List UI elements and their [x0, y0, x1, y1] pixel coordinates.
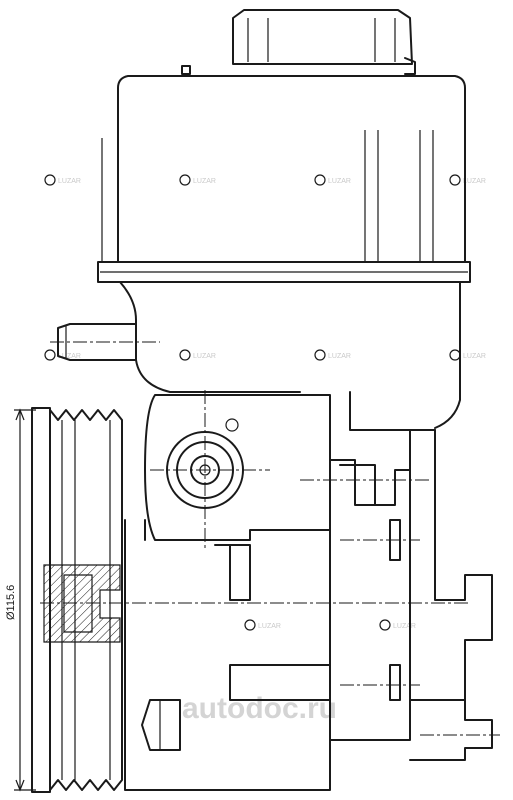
- svg-text:LUZAR: LUZAR: [58, 353, 81, 360]
- svg-text:LUZAR: LUZAR: [393, 623, 416, 630]
- watermark-layer: LUZAR LUZAR LUZAR LUZAR LUZAR LUZAR LUZA…: [44, 174, 486, 725]
- pump-housing: [124, 390, 331, 791]
- reservoir-cap: [181, 9, 416, 75]
- fluid-reservoir: [97, 75, 471, 431]
- svg-text:LUZAR: LUZAR: [328, 178, 351, 185]
- watermark-logo: LUZAR: [44, 349, 81, 361]
- watermark-logo: LUZAR: [449, 349, 486, 361]
- svg-text:LUZAR: LUZAR: [258, 623, 281, 630]
- svg-text:LUZAR: LUZAR: [463, 178, 486, 185]
- watermark-logo: LUZAR: [179, 174, 216, 186]
- diameter-label: Ø115.6: [5, 585, 17, 620]
- watermark-logo: LUZAR: [44, 174, 81, 186]
- svg-text:LUZAR: LUZAR: [193, 353, 216, 360]
- watermark-logo: LUZAR: [314, 349, 351, 361]
- footer-watermark-logo: autodoc.ru: [182, 692, 337, 725]
- watermark-logo: LUZAR: [314, 174, 351, 186]
- watermark-logo: LUZAR: [179, 349, 216, 361]
- svg-text:LUZAR: LUZAR: [463, 353, 486, 360]
- rear-block: [300, 429, 500, 761]
- drive-pulley: [31, 407, 470, 793]
- watermark-logo: LUZAR: [244, 619, 281, 631]
- svg-text:LUZAR: LUZAR: [328, 353, 351, 360]
- svg-text:LUZAR: LUZAR: [193, 178, 216, 185]
- watermark-logo: LUZAR: [449, 174, 486, 186]
- svg-text:LUZAR: LUZAR: [58, 178, 81, 185]
- inlet-nozzle: [50, 323, 160, 361]
- diameter-dimension: Ø115.6: [5, 408, 36, 792]
- watermark-logo: LUZAR: [379, 619, 416, 631]
